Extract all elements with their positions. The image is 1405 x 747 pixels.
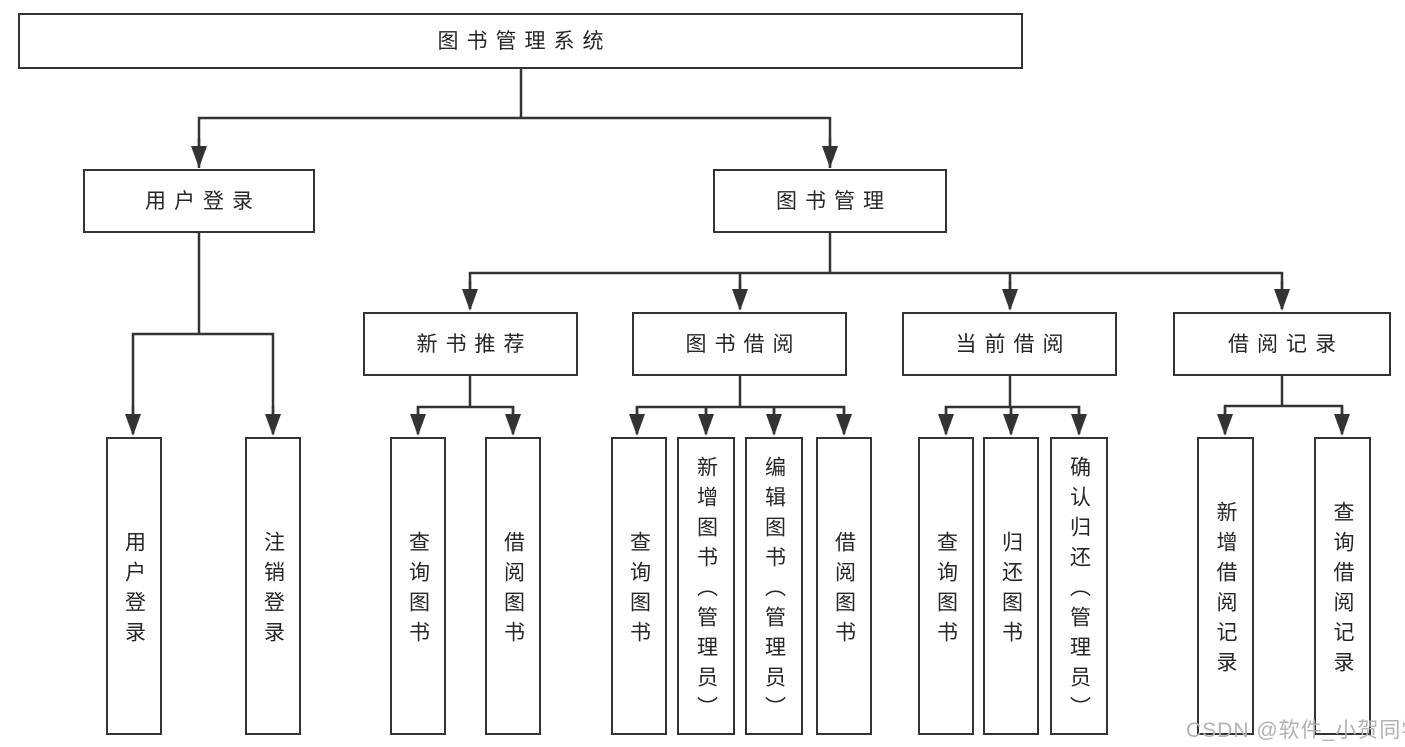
node-root: 图书管理系统 xyxy=(18,13,1023,69)
leaf-add-book-admin-label: 新增图书（管理员） xyxy=(694,455,718,726)
node-book-management: 图书管理 xyxy=(713,169,947,233)
leaf-return-books-label: 归还图书 xyxy=(999,530,1023,651)
leaf-return-books: 归还图书 xyxy=(983,437,1039,735)
node-new-book-recommend-label: 新书推荐 xyxy=(416,332,533,356)
node-book-borrow-label: 图书借阅 xyxy=(685,332,802,356)
node-user-login-label: 用户登录 xyxy=(145,189,261,213)
watermark-text: CSDN @软件_小贺同学 xyxy=(1186,719,1405,742)
leaf-query-borrow-record: 查询借阅记录 xyxy=(1314,437,1371,735)
leaf-add-borrow-record-label: 新增借阅记录 xyxy=(1214,500,1237,681)
leaf-query-books-1-label: 查询图书 xyxy=(406,530,430,651)
leaf-query-books-2: 查询图书 xyxy=(611,437,667,735)
leaf-borrow-books-2-label: 借阅图书 xyxy=(832,530,856,651)
node-book-management-label: 图书管理 xyxy=(776,189,892,213)
leaf-query-books-3: 查询图书 xyxy=(918,437,974,735)
leaf-borrow-books-2: 借阅图书 xyxy=(816,437,872,735)
leaf-add-borrow-record: 新增借阅记录 xyxy=(1197,437,1254,735)
leaf-borrow-books-1-label: 借阅图书 xyxy=(501,530,525,651)
leaf-confirm-return-admin-label: 确认归还（管理员） xyxy=(1067,455,1091,726)
leaf-edit-book-admin-label: 编辑图书（管理员） xyxy=(762,455,786,726)
node-user-login: 用户登录 xyxy=(83,169,315,233)
leaf-user-login-label: 用户登录 xyxy=(122,530,146,651)
leaf-add-book-admin: 新增图书（管理员） xyxy=(677,437,735,735)
leaf-borrow-books-1: 借阅图书 xyxy=(485,437,541,735)
leaf-confirm-return-admin: 确认归还（管理员） xyxy=(1050,437,1108,735)
node-current-borrow: 当前借阅 xyxy=(902,312,1117,376)
node-book-borrow: 图书借阅 xyxy=(632,312,847,376)
leaf-query-borrow-record-label: 查询借阅记录 xyxy=(1331,500,1354,681)
leaf-query-books-2-label: 查询图书 xyxy=(627,530,651,651)
leaf-logout: 注销登录 xyxy=(245,437,301,735)
leaf-query-books-1: 查询图书 xyxy=(390,437,446,735)
leaf-edit-book-admin: 编辑图书（管理员） xyxy=(745,437,803,735)
leaf-logout-label: 注销登录 xyxy=(261,530,285,651)
node-new-book-recommend: 新书推荐 xyxy=(363,312,578,376)
node-current-borrow-label: 当前借阅 xyxy=(955,332,1072,356)
leaf-query-books-3-label: 查询图书 xyxy=(934,530,958,651)
leaf-user-login: 用户登录 xyxy=(106,437,162,735)
node-borrow-records: 借阅记录 xyxy=(1173,312,1391,376)
node-borrow-records-label: 借阅记录 xyxy=(1228,332,1344,356)
node-root-label: 图书管理系统 xyxy=(437,29,612,53)
